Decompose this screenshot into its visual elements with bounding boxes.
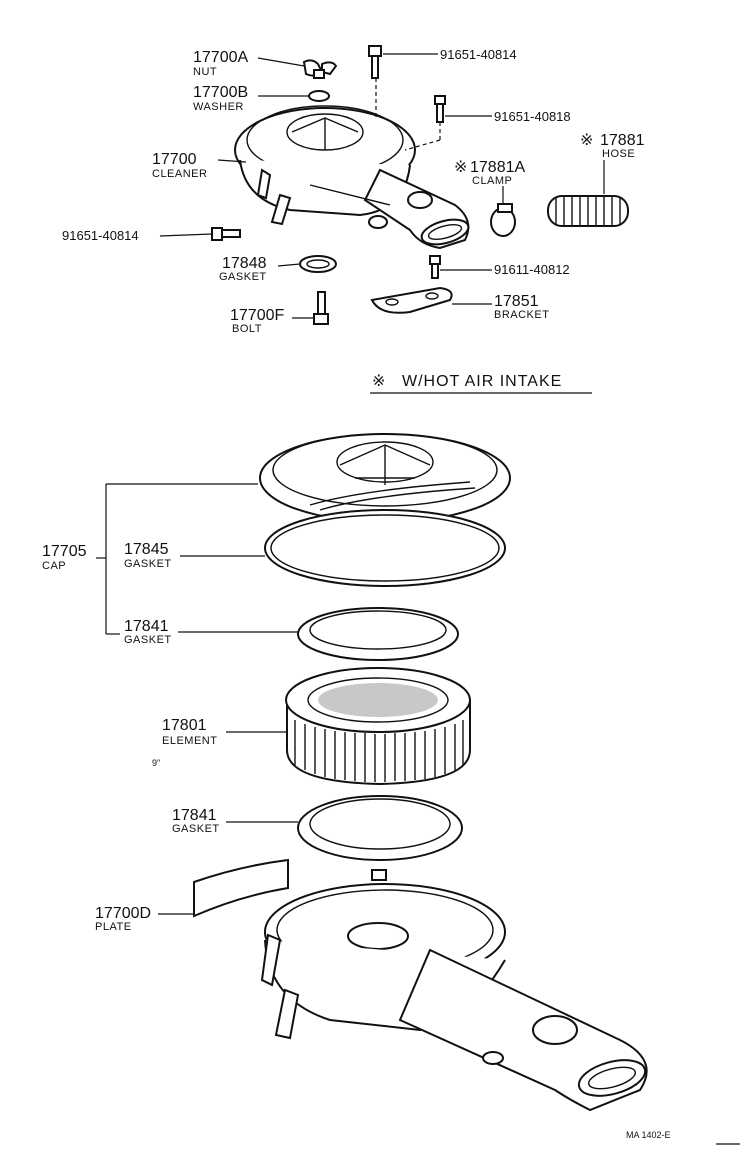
gasket-17841-lower-drawing xyxy=(297,795,463,861)
housing-drawing xyxy=(260,869,648,1112)
clamp-drawing xyxy=(490,203,516,237)
gasket-17845-part-name: GASKET xyxy=(124,558,172,570)
bracket-drawing xyxy=(370,286,453,314)
bolt-left-drawing xyxy=(211,227,241,241)
bracket-part-number: 17851 xyxy=(494,293,539,310)
plate-part-name: PLATE xyxy=(95,921,132,933)
note-symbol: ※ xyxy=(372,373,386,390)
bolt-top-part-number: 91651-40814 xyxy=(440,47,517,62)
cap-drawing xyxy=(259,433,511,523)
bolt-top-drawing xyxy=(368,45,382,79)
gasket-17848-drawing xyxy=(299,255,337,273)
gasket-17848-part-name: GASKET xyxy=(219,271,267,283)
nut-part-name: NUT xyxy=(193,66,217,78)
bracket-part-name: BRACKET xyxy=(494,309,549,321)
stray-mark: 9" xyxy=(152,758,160,768)
lower-leader-lines xyxy=(96,483,298,915)
washer-drawing xyxy=(308,90,330,102)
nut-part-number: 17700A xyxy=(193,49,248,66)
gasket-17841-upper-drawing xyxy=(297,607,459,661)
gasket-17848-part-number: 17848 xyxy=(222,255,267,272)
bolt-17700f-part-number: 17700F xyxy=(230,307,284,324)
hose-part-number: 17881 xyxy=(600,132,645,149)
gasket-17841-upper-part-name: GASKET xyxy=(124,634,172,646)
note-text: W/HOT AIR INTAKE xyxy=(402,373,562,390)
cleaner-part-name: CLEANER xyxy=(152,168,207,180)
air-cleaner-assembly-drawing xyxy=(234,105,470,250)
bolt-17700f-drawing xyxy=(313,291,329,325)
washer-part-number: 17700B xyxy=(193,84,248,101)
cap-part-name: CAP xyxy=(42,560,66,572)
element-drawing xyxy=(285,667,471,786)
washer-part-name: WASHER xyxy=(193,101,244,113)
plate-part-number: 17700D xyxy=(95,905,151,922)
clamp-part-name: CLAMP xyxy=(472,175,512,187)
bolt-40818-part-number: 91651-40818 xyxy=(494,109,571,124)
gasket-17845-drawing xyxy=(264,509,506,587)
bolt-40818-drawing xyxy=(434,95,446,123)
element-part-name: ELEMENT xyxy=(162,735,217,747)
cleaner-part-number: 17700 xyxy=(152,151,197,168)
bolt-left-part-number: 91651-40814 xyxy=(62,228,139,243)
gasket-17841-lower-part-name: GASKET xyxy=(172,823,220,835)
clamp-note-mark: ※ xyxy=(454,159,467,176)
hose-drawing xyxy=(547,195,629,227)
plate-drawing xyxy=(193,858,289,918)
gasket-17841-lower-part-number: 17841 xyxy=(172,807,217,824)
gasket-17841-upper-part-number: 17841 xyxy=(124,618,169,635)
top-leader-lines xyxy=(159,53,605,319)
wing-nut-drawing xyxy=(302,59,338,79)
bolt-17700f-part-name: BOLT xyxy=(232,323,262,335)
gasket-17845-part-number: 17845 xyxy=(124,541,169,558)
drawing-code: MA 1402-E xyxy=(626,1130,671,1140)
element-part-number: 17801 xyxy=(162,717,207,734)
hose-note-mark: ※ xyxy=(580,132,593,149)
cap-part-number: 17705 xyxy=(42,543,87,560)
bolt-91611-drawing xyxy=(429,255,441,279)
bolt-91611-part-number: 91611-40812 xyxy=(494,262,570,277)
hose-part-name: HOSE xyxy=(602,148,635,160)
clamp-part-number: 17881A xyxy=(470,159,525,176)
